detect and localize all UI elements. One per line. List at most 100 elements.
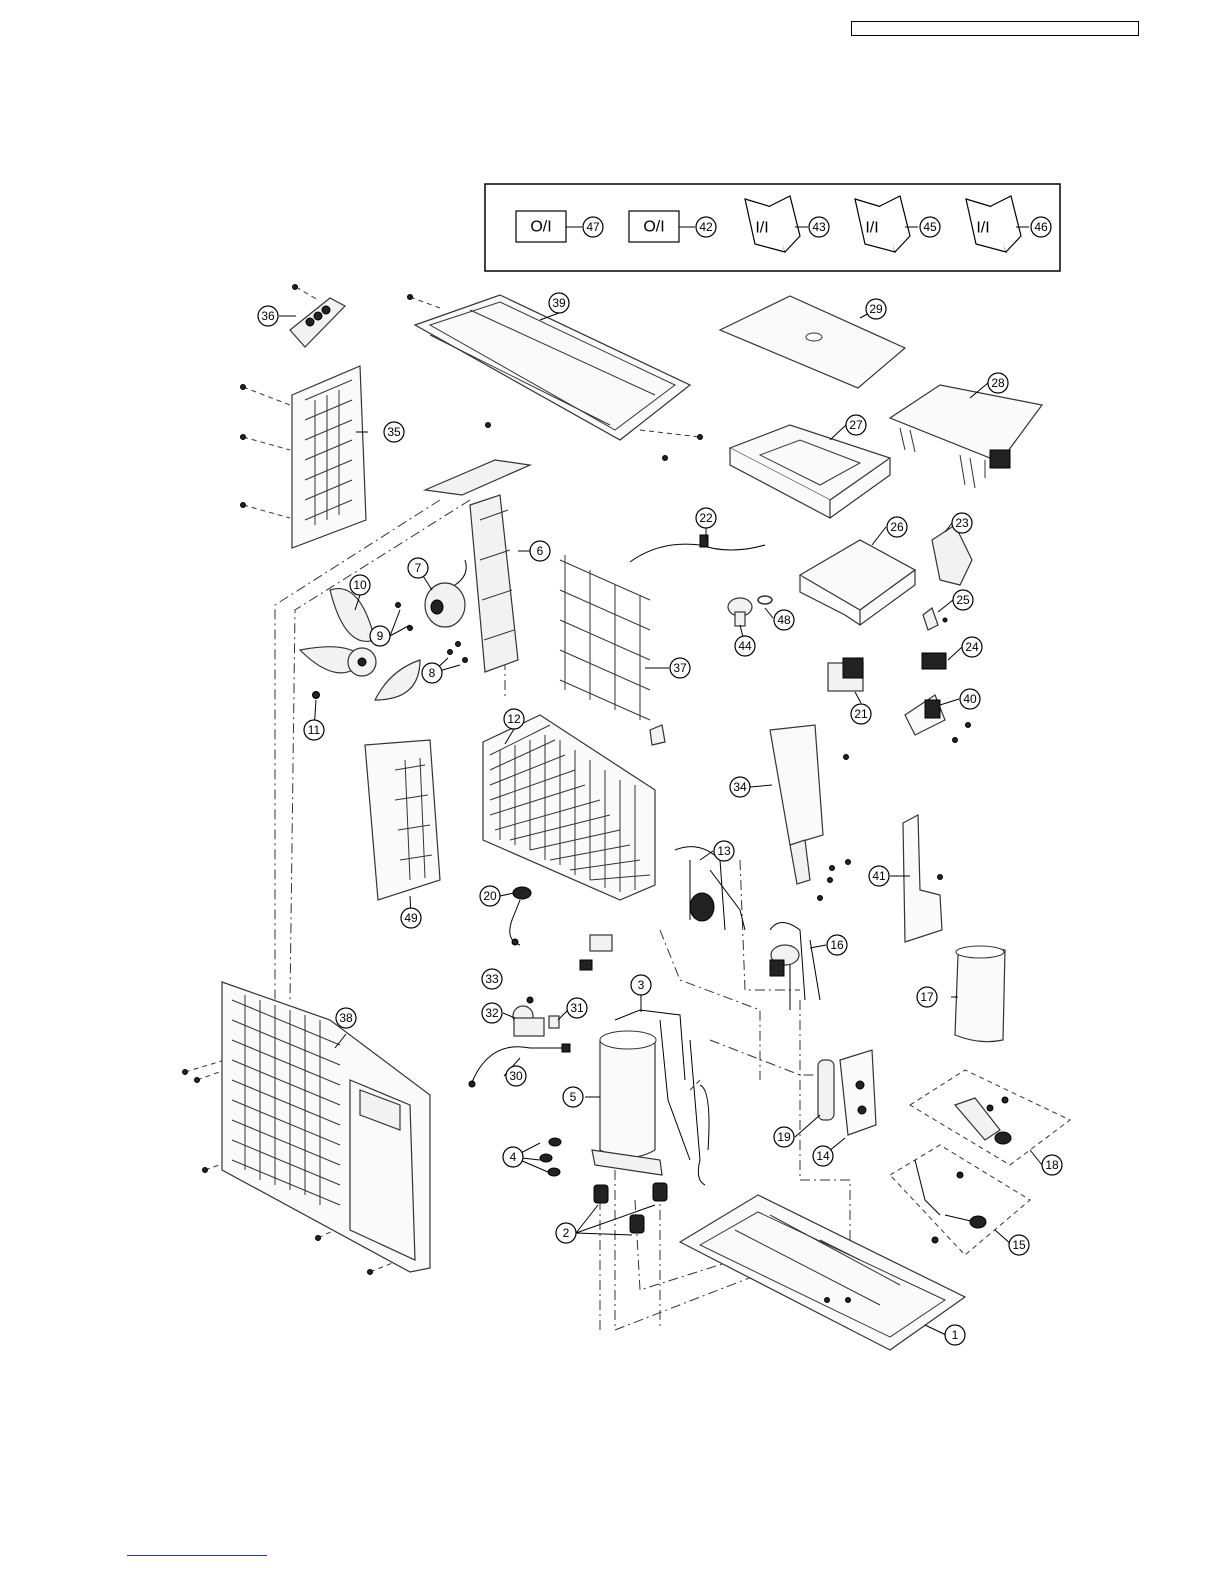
svg-text:32: 32 bbox=[485, 1006, 499, 1020]
svg-text:37: 37 bbox=[673, 661, 687, 675]
svg-text:46: 46 bbox=[1034, 220, 1048, 234]
callout-32: 32 bbox=[482, 1003, 502, 1023]
svg-text:49: 49 bbox=[404, 911, 418, 925]
svg-text:23: 23 bbox=[955, 516, 969, 530]
holder-part-25 bbox=[923, 608, 947, 630]
callout-40: 40 bbox=[960, 689, 980, 709]
svg-text:35: 35 bbox=[387, 425, 401, 439]
callout-1: 1 bbox=[945, 1325, 965, 1345]
callout-2: 2 bbox=[556, 1223, 576, 1243]
svg-text:15: 15 bbox=[1012, 1238, 1026, 1252]
svg-text:34: 34 bbox=[733, 780, 747, 794]
callout-36: 36 bbox=[258, 306, 278, 326]
callout-49: 49 bbox=[401, 908, 421, 928]
svg-text:48: 48 bbox=[777, 613, 791, 627]
callout-34: 34 bbox=[730, 777, 750, 797]
svg-text:21: 21 bbox=[854, 707, 868, 721]
partition-plate-part-49 bbox=[365, 740, 440, 900]
expansion-valve-part-13 bbox=[675, 847, 745, 930]
callout-24: 24 bbox=[962, 637, 982, 657]
svg-text:43: 43 bbox=[812, 220, 826, 234]
svg-text:45: 45 bbox=[923, 220, 937, 234]
callout-8: 8 bbox=[422, 663, 442, 683]
callout-29: 29 bbox=[866, 299, 886, 319]
service-valve-group-part-18 bbox=[910, 1070, 1070, 1165]
installation-instructions-booklet-46: I/I bbox=[966, 196, 1029, 252]
doc-label: I/I bbox=[755, 220, 768, 237]
terminal-block-part-24 bbox=[922, 653, 946, 669]
callout-28: 28 bbox=[988, 373, 1008, 393]
svg-text:10: 10 bbox=[353, 578, 367, 592]
terminal-board-part-36 bbox=[290, 285, 345, 348]
base-pan-part-1 bbox=[680, 1195, 965, 1350]
doc-label: O/I bbox=[643, 219, 664, 236]
sensor-part-20 bbox=[510, 887, 531, 945]
svg-text:14: 14 bbox=[816, 1149, 830, 1163]
svg-text:9: 9 bbox=[377, 629, 384, 643]
fan-motor-part-7 bbox=[425, 560, 466, 627]
control-box-tray-part-27 bbox=[730, 425, 890, 518]
callout-9: 9 bbox=[370, 626, 390, 646]
svg-text:47: 47 bbox=[586, 220, 600, 234]
callout-42: 42 bbox=[696, 217, 716, 237]
svg-text:27: 27 bbox=[849, 418, 863, 432]
receiver-part-19 bbox=[818, 1060, 834, 1120]
svg-text:2: 2 bbox=[563, 1226, 570, 1240]
callout-39: 39 bbox=[549, 293, 569, 313]
screws-part-8 bbox=[448, 642, 468, 663]
svg-text:42: 42 bbox=[699, 220, 713, 234]
callout-35: 35 bbox=[384, 422, 404, 442]
callout-47: 47 bbox=[583, 217, 603, 237]
svg-text:25: 25 bbox=[956, 593, 970, 607]
svg-text:16: 16 bbox=[830, 938, 844, 952]
callout-18: 18 bbox=[1042, 1155, 1062, 1175]
callout-16: 16 bbox=[827, 935, 847, 955]
svg-text:26: 26 bbox=[890, 520, 904, 534]
packing-part-48 bbox=[758, 596, 772, 604]
condenser-part-12 bbox=[483, 715, 665, 900]
callout-23: 23 bbox=[952, 513, 972, 533]
callout-14: 14 bbox=[813, 1146, 833, 1166]
callout-5: 5 bbox=[563, 1087, 583, 1107]
svg-text:19: 19 bbox=[777, 1130, 791, 1144]
drain-elbow-part-44 bbox=[728, 598, 752, 626]
svg-text:12: 12 bbox=[507, 712, 521, 726]
callout-43: 43 bbox=[809, 217, 829, 237]
svg-text:40: 40 bbox=[963, 692, 977, 706]
installation-instructions-booklet-45: I/I bbox=[855, 196, 918, 252]
svg-text:30: 30 bbox=[509, 1069, 523, 1083]
callout-11: 11 bbox=[304, 720, 324, 740]
callout-7: 7 bbox=[408, 558, 428, 578]
svg-text:7: 7 bbox=[415, 561, 422, 575]
svg-text:5: 5 bbox=[570, 1090, 577, 1104]
callout-46: 46 bbox=[1031, 217, 1051, 237]
coil-part-32 bbox=[513, 1006, 544, 1036]
terminal-part-23 bbox=[932, 525, 972, 585]
callout-4: 4 bbox=[503, 1147, 523, 1167]
callout-19: 19 bbox=[774, 1127, 794, 1147]
svg-text:28: 28 bbox=[991, 376, 1005, 390]
callout-37: 37 bbox=[670, 658, 690, 678]
doc-label: I/I bbox=[865, 220, 878, 237]
svg-text:22: 22 bbox=[699, 511, 713, 525]
holder-part-unlabeled bbox=[580, 935, 612, 970]
fan-motor-bracket-part-6 bbox=[425, 423, 530, 673]
fan-nut-part-11 bbox=[313, 692, 320, 699]
sound-proof-board-part-17 bbox=[955, 946, 1005, 1042]
callout-26: 26 bbox=[887, 517, 907, 537]
svg-text:11: 11 bbox=[308, 723, 321, 737]
connector-part-31 bbox=[549, 1016, 559, 1028]
callout-6: 6 bbox=[530, 541, 550, 561]
callout-27: 27 bbox=[846, 415, 866, 435]
documents-box: O/I O/I I/I I/I I/I 47 4 bbox=[485, 184, 1060, 271]
sensor-part-22 bbox=[630, 535, 765, 562]
svg-text:39: 39 bbox=[552, 296, 566, 310]
svg-text:41: 41 bbox=[872, 869, 886, 883]
callout-33: 33 bbox=[482, 969, 502, 989]
callout-41: 41 bbox=[869, 866, 889, 886]
operating-instructions-sheet-42: O/I bbox=[629, 211, 695, 242]
callout-17: 17 bbox=[917, 987, 937, 1007]
side-plate-part-34 bbox=[770, 725, 851, 901]
control-board-bracket-part-26 bbox=[800, 540, 915, 625]
